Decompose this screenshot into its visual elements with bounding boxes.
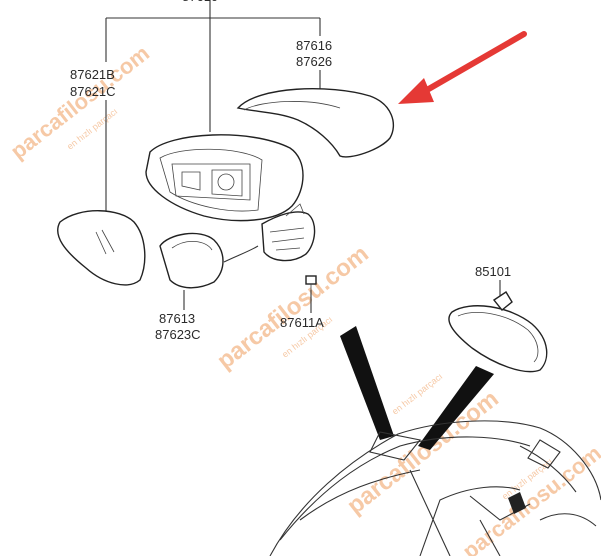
watermark-3-tagline: en hızlı parçacı bbox=[390, 371, 444, 416]
label-87613: 87613 bbox=[159, 311, 195, 326]
top-bracket bbox=[105, 0, 321, 132]
label-87616: 87616 bbox=[296, 38, 332, 53]
label-87621c: 87621C bbox=[70, 84, 116, 99]
label-87621b: 87621B bbox=[70, 67, 115, 82]
highlight-arrow bbox=[398, 31, 527, 104]
label-top-partial: 87610 bbox=[182, 0, 218, 4]
watermark-4: parcafilosu.com bbox=[458, 440, 601, 556]
watermark-1: parcafilosu.com bbox=[6, 40, 154, 164]
mirror-base bbox=[261, 203, 316, 262]
side-lamp bbox=[159, 232, 259, 289]
label-87626: 87626 bbox=[296, 54, 332, 69]
screw-part bbox=[305, 275, 317, 290]
inside-mirror bbox=[448, 291, 548, 373]
label-87623c: 87623C bbox=[155, 327, 201, 342]
mirror-glass bbox=[57, 210, 146, 286]
mirror-cover bbox=[236, 88, 395, 158]
mirror-housing bbox=[145, 134, 304, 222]
label-87611a: 87611A bbox=[280, 315, 324, 330]
car-outline bbox=[269, 420, 601, 556]
label-85101: 85101 bbox=[475, 264, 511, 279]
watermark-3: parcafilosu.com bbox=[342, 385, 504, 520]
pointer-wedges bbox=[340, 326, 494, 450]
